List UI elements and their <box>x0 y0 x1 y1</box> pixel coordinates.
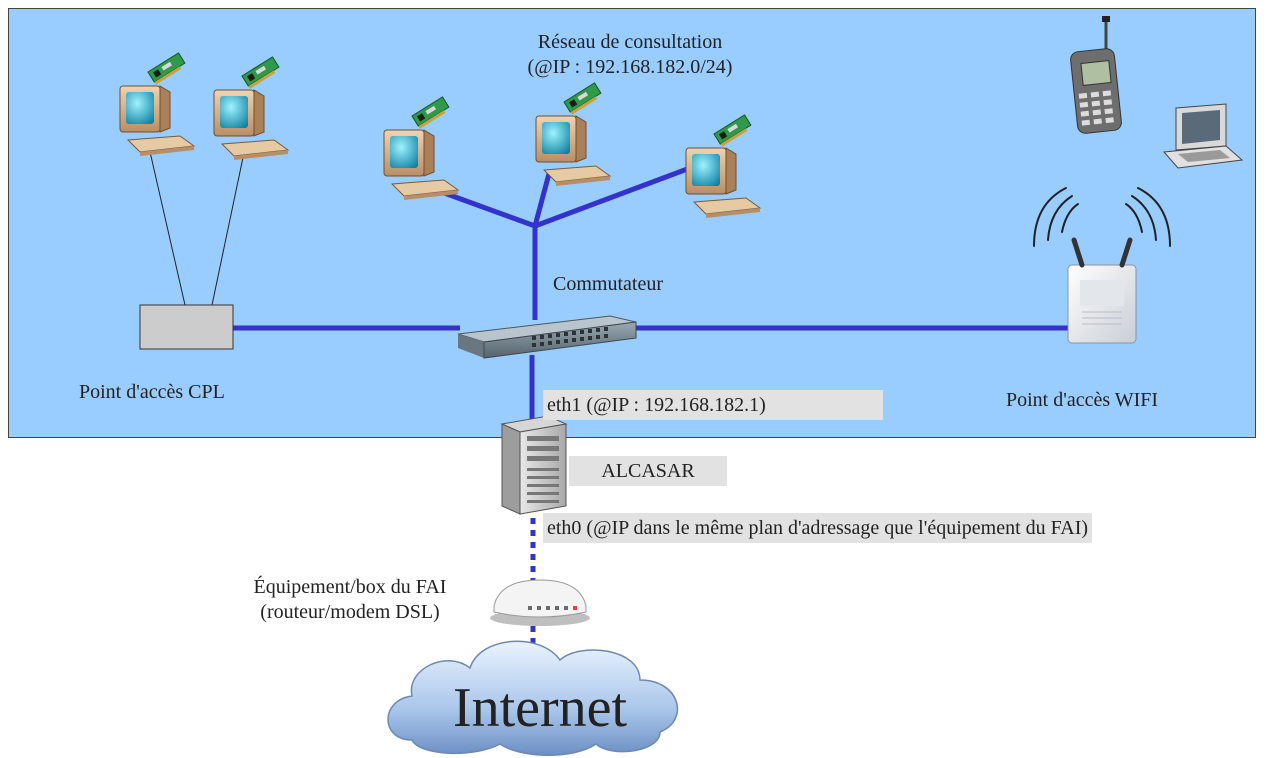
cpl-label: Point d'accès CPL <box>79 381 225 403</box>
isp-equipment-sublabel: (routeur/modem DSL) <box>260 601 440 623</box>
desktop-pc-icon <box>213 56 289 161</box>
dsl-modem-icon <box>490 579 590 626</box>
laptop-icon <box>1162 103 1244 169</box>
desktop-pc-icon <box>535 82 611 187</box>
cpl-link-2 <box>211 147 246 306</box>
mobile-phone-icon <box>1070 16 1122 134</box>
cpl-box-icon <box>139 304 234 350</box>
internet-label: Internet <box>452 677 628 739</box>
eth1-label: eth1 (@IP : 192.168.182.1) <box>543 390 883 420</box>
network-subnet: (@IP : 192.168.182.0/24) <box>527 56 733 78</box>
desktop-pc-icon <box>119 52 195 157</box>
cpl-link-1 <box>147 142 186 306</box>
eth0-label: eth0 (@IP dans le même plan d'adressage … <box>543 513 1093 543</box>
desktop-pc-icon <box>685 114 761 219</box>
desktop-pc-icon <box>383 96 459 201</box>
wifi-label: Point d'accès WIFI <box>1006 389 1159 411</box>
switch-label: Commutateur <box>553 273 663 295</box>
isp-equipment-label: Équipement/box du FAI <box>253 576 447 598</box>
cloud-icon <box>387 640 679 756</box>
network-title: Réseau de consultation <box>537 31 723 53</box>
switch-icon <box>457 315 637 359</box>
consultation-network-zone <box>8 8 1256 438</box>
alcasar-label: ALCASAR <box>569 456 727 486</box>
wifi-ap-icon <box>1033 187 1171 344</box>
server-icon <box>500 415 568 515</box>
